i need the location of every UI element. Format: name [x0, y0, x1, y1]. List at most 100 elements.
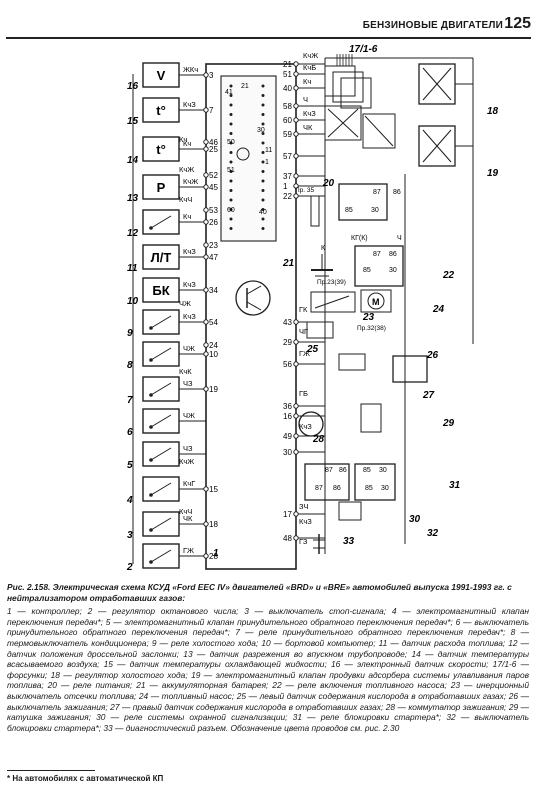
- wiring-diagram-svg: 412130501151604011V16ЖКч3t°15КчЗ7t°14Кч2…: [126, 44, 499, 573]
- connector-pin-dot: [229, 151, 233, 154]
- component-9-contact: [149, 326, 153, 330]
- component-22-label: 22: [442, 270, 455, 281]
- connector-pin-dot: [261, 113, 265, 116]
- connector-pin-dot: [229, 103, 233, 107]
- component-27-label: 27: [422, 390, 435, 401]
- component-5-label: 5: [127, 460, 133, 471]
- wire-color-label: Ч: [303, 95, 308, 104]
- component-11-symbol: Л/Т: [151, 250, 172, 265]
- controller-pin: [293, 319, 299, 325]
- component-3-contact: [149, 528, 153, 532]
- wire-color-label: ЧГ: [299, 327, 308, 336]
- misc-label: К: [321, 245, 326, 252]
- connector-pin-dot: [261, 94, 265, 97]
- wire-color-label: КчЗ: [303, 109, 316, 118]
- figure-caption: Рис. 2.158. Электрическая схема КСУД «Fo…: [7, 582, 529, 733]
- controller-pin: [293, 511, 299, 517]
- connector-pin-number: 30: [257, 127, 265, 134]
- connector-pin-number: 41: [225, 89, 233, 96]
- component-14-symbol: t°: [156, 142, 166, 157]
- connector-pin-number: 60: [227, 207, 235, 214]
- controller-pin: [293, 173, 299, 179]
- connector-pin-number: 50: [227, 139, 235, 146]
- connector-pin-dot: [229, 179, 233, 183]
- fuel-pump-motor: [367, 292, 385, 310]
- header-rule: [6, 37, 531, 39]
- fuel-pump-box: [360, 289, 392, 313]
- connector-pin-dot: [229, 208, 233, 211]
- misc-label: КГ(К): [351, 235, 368, 242]
- component-25-label: 25: [306, 344, 319, 355]
- controller-pin-number: 23: [209, 241, 218, 250]
- injector-box: [340, 77, 372, 109]
- controller-pin-number: 43: [283, 318, 292, 327]
- connector-pin-number: 51: [227, 167, 235, 174]
- controller-label: 1: [213, 548, 219, 559]
- component-8-wire-color: ЧЖ: [183, 344, 195, 353]
- connector-pin-dot: [261, 208, 265, 211]
- controller-pin: [293, 535, 299, 541]
- relay-pin-number: 87: [373, 189, 381, 196]
- ignition-switch-box: [392, 355, 428, 383]
- component-29-label: 29: [442, 418, 455, 429]
- fuse-label: Пр.23(39): [317, 279, 346, 286]
- controller-pin-number: 48: [283, 534, 292, 543]
- connector-pin-dot: [229, 170, 233, 173]
- controller-pin-number: 45: [209, 183, 218, 192]
- controller-pin-number: 46: [209, 138, 218, 147]
- wire-color-label: ГК: [299, 305, 308, 314]
- component-3-wire-color: ЧК: [183, 514, 193, 523]
- controller-pin-number: 10: [209, 350, 218, 359]
- relay-pin-number: 87: [373, 251, 381, 258]
- component-5-wire-color: ЧЗ: [183, 444, 193, 453]
- component-21-label: 21: [282, 258, 295, 269]
- controller-pin-number: 37: [283, 172, 292, 181]
- connector-pin-dot: [261, 227, 265, 230]
- connector-pin-dot: [229, 132, 233, 135]
- controller-pin-number: 19: [209, 385, 218, 394]
- relay-pin-number: 30: [389, 267, 397, 274]
- controller-pin-number: 25: [209, 145, 218, 154]
- wire-color-label: ГБ: [299, 389, 308, 398]
- starter-lock-switch: [338, 501, 362, 521]
- component-16-symbol: V: [157, 68, 166, 83]
- caption-title: Рис. 2.158. Электрическая схема КСУД «Fo…: [7, 582, 512, 603]
- component-9-switch: [150, 315, 172, 329]
- ignition-coil: [360, 403, 382, 433]
- relay-pin-number: 86: [389, 251, 397, 258]
- relay-pin-number: 30: [381, 485, 389, 492]
- component-14-wire-color: Кч: [183, 139, 191, 148]
- connector-pin-dot: [261, 103, 265, 107]
- controller-pin: [203, 242, 209, 248]
- connector-pin-dot: [229, 141, 233, 145]
- component-7-switch: [150, 382, 172, 396]
- component-12-contact: [149, 226, 153, 230]
- component-7-contact: [149, 393, 153, 397]
- controller-pin-number: 52: [209, 171, 218, 180]
- controller-pin-number: 58: [283, 102, 292, 111]
- component-26-label: 26: [426, 350, 439, 361]
- connector-pin-dot: [229, 198, 233, 202]
- wire-color-label: КчК: [179, 367, 192, 376]
- injector-box: [362, 113, 396, 149]
- footnote: * На автомобилях с автоматической КП: [7, 774, 164, 783]
- connector-pin-dot: [261, 151, 265, 154]
- controller-pin: [203, 351, 209, 357]
- controller-pin-number: 47: [209, 253, 218, 262]
- component-23-label: 23: [362, 312, 375, 323]
- ignition-module: [298, 411, 324, 437]
- controller-pin: [293, 449, 299, 455]
- wire-color-label: КчЖ: [303, 51, 318, 60]
- connector-pin-dot: [229, 113, 233, 116]
- controller-pin-number: 29: [283, 338, 292, 347]
- wire-color-label: ГЖ: [299, 349, 310, 358]
- fuse-label: Пр.32(38): [357, 325, 386, 332]
- component-31-label: 31: [449, 480, 461, 491]
- controller-pin-number: 3: [209, 71, 214, 80]
- starter-relay-box: [354, 463, 396, 501]
- controller-pin: [293, 413, 299, 419]
- footnote-rule: [7, 770, 95, 771]
- component-6-label: 6: [127, 427, 133, 438]
- connector-pin-dot: [261, 141, 265, 145]
- purge-valve-coil: [422, 129, 452, 163]
